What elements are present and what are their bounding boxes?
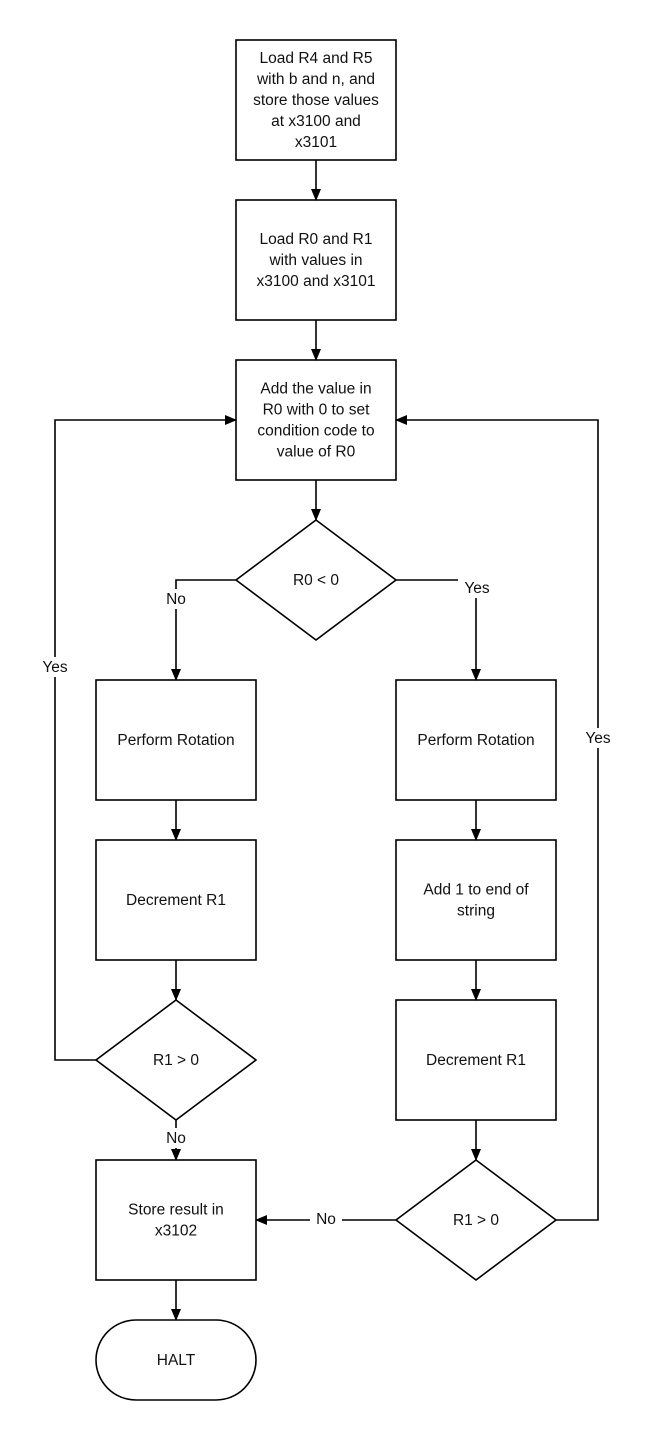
node-text-line: x3100 and x3101 [257,273,376,290]
edge-right-loop-yes [395,415,599,1221]
decision-r0-negative: R0 < 0 [234,519,398,641]
node-text-line: with values in [268,252,362,269]
decision-r1-left: R1 > 0 [94,999,258,1121]
node-text-line: R0 with 0 to set [263,402,371,419]
svg-text:No: No [316,1211,336,1228]
svg-text:No: No [166,1130,186,1147]
node-text-line: value of R0 [277,444,356,461]
label-right-loop-yes: Yes [579,728,617,748]
svg-text:Yes: Yes [464,580,490,597]
node-text-line: x3102 [155,1223,197,1240]
node-text-line: R1 > 0 [453,1212,499,1229]
node-rotate-right: Perform Rotation [395,679,557,801]
node-text-line: string [457,903,495,920]
node-rotate-right-text: Perform Rotation [417,732,534,749]
node-text-line: x3101 [295,134,337,151]
node-text-line: at x3100 and [271,113,361,130]
svg-text:Yes: Yes [42,659,68,676]
svg-text:Yes: Yes [585,730,611,747]
node-text-line: store those values [253,92,379,109]
decision-r1-right: R1 > 0 [394,1159,558,1281]
edge-left-loop-yes [54,415,237,1061]
node-text-line: Perform Rotation [417,732,534,749]
node-text-line: R1 > 0 [153,1052,199,1069]
label-r0-yes: Yes [458,578,496,598]
node-load-r0-r1-text: Load R0 and R1 with values in x3100 and x3… [257,231,376,290]
node-add-one-to-string-text: Add 1 to end of string [423,882,529,920]
node-halt-text: HALT [157,1352,196,1369]
node-load-r0-r1: Load R0 and R1 with values in x3100 and x3… [235,199,397,321]
node-add-r0-zero-text: Add the value in R0 with 0 to set conditio… [257,381,374,461]
node-text-line: R0 < 0 [293,572,339,589]
node-store-result: Store result in x3102 [95,1159,257,1281]
node-add-one-to-string: Add 1 to end of string [395,839,557,961]
node-store-result-text: Store result in x3102 [128,1202,224,1240]
node-text-line: Load R0 and R1 [260,231,373,248]
node-text-line: Store result in [128,1202,224,1219]
node-text-line: with b and n, and [256,71,375,88]
node-text-line: condition code to [257,423,374,440]
label-left-loop-yes: Yes [36,657,74,677]
node-decrement-right: Decrement R1 [395,999,557,1121]
node-text-line: HALT [157,1352,196,1369]
decision-r0-negative-text: R0 < 0 [293,572,339,589]
node-halt: HALT [95,1319,257,1401]
decision-r1-right-text: R1 > 0 [453,1212,499,1229]
node-text-line: Decrement R1 [126,892,226,909]
node-text-line: Add 1 to end of [423,882,529,899]
label-r0-no: No [160,589,192,609]
node-add-r0-zero: Add the value in R0 with 0 to set conditio… [235,359,397,481]
node-rotate-left-text: Perform Rotation [117,732,234,749]
node-decrement-left-text: Decrement R1 [126,892,226,909]
svg-text:No: No [166,591,186,608]
node-load-r4-r5-text: Load R4 and R5 with b and n, and store tho… [253,50,379,151]
label-right-exit-no: No [310,1209,342,1229]
node-text-line: Decrement R1 [426,1052,526,1069]
node-text-line: Load R4 and R5 [260,50,373,67]
node-decrement-left: Decrement R1 [95,839,257,961]
label-left-exit-no: No [160,1128,192,1148]
node-decrement-right-text: Decrement R1 [426,1052,526,1069]
decision-r1-left-text: R1 > 0 [153,1052,199,1069]
edge-r0-no-branch [171,579,236,681]
node-rotate-left: Perform Rotation [95,679,257,801]
node-load-r4-r5: Load R4 and R5 with b and n, and store tho… [235,39,397,161]
node-text-line: Perform Rotation [117,732,234,749]
node-text-line: Add the value in [260,381,371,398]
